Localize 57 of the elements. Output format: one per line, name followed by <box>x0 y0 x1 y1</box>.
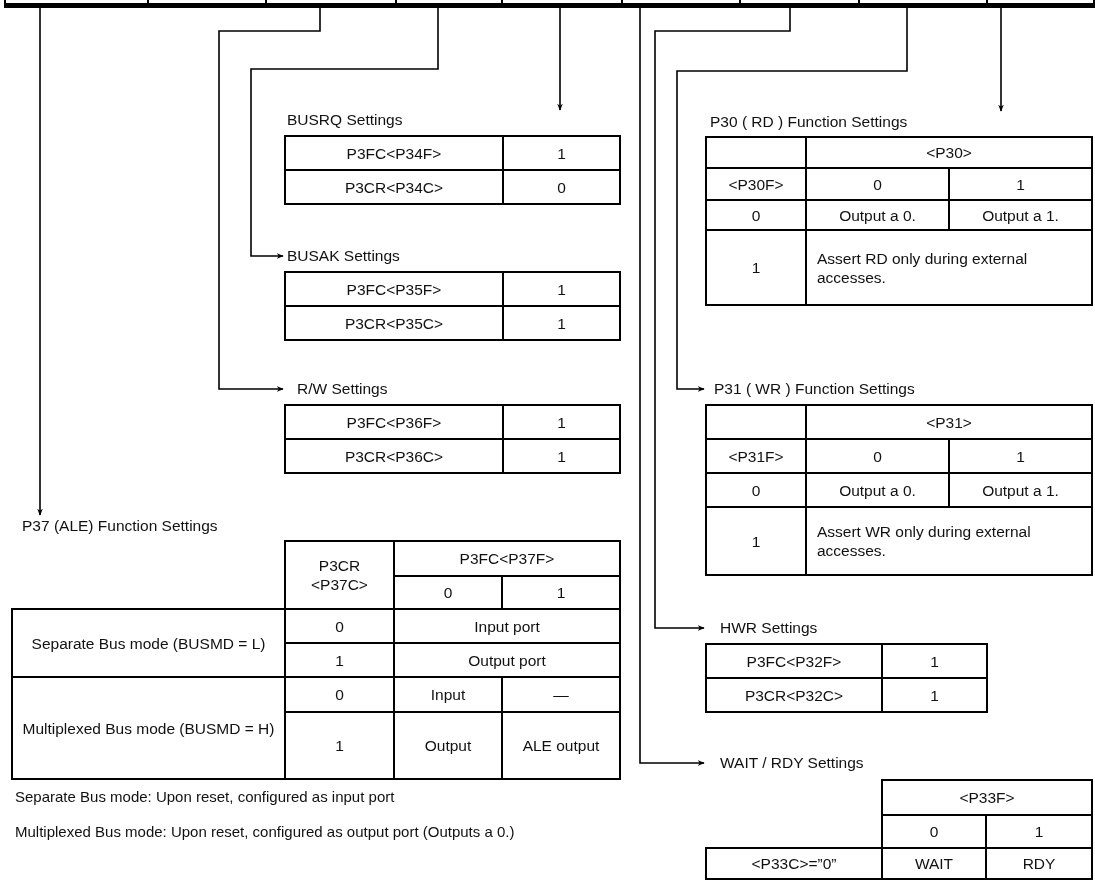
table-cell: ALE output <box>501 711 621 780</box>
register-bit-cell <box>986 0 1095 8</box>
table-cell: <P30> <box>805 136 1093 169</box>
register-bit-cell <box>147 0 267 8</box>
table-title: HWR Settings <box>720 619 818 637</box>
table-title: R/W Settings <box>297 380 388 398</box>
table-cell: 1 <box>502 438 621 474</box>
connector-arrow <box>557 7 563 111</box>
table-cell: P3FC<P34F> <box>284 135 504 171</box>
table-cell: P3CR <P37C> <box>284 540 395 610</box>
table-cell: P3FC<P37F> <box>393 540 621 577</box>
table-cell: P3FC<P36F> <box>284 404 504 440</box>
register-bit-cell <box>739 0 860 8</box>
table-cell: 1 <box>502 271 621 307</box>
table-cell: P3CR<P34C> <box>284 169 504 205</box>
table-cell: P3CR<P35C> <box>284 305 504 341</box>
table-cell: Multiplexed Bus mode (BUSMD = H) <box>11 676 286 780</box>
table-cell: P3FC<P32F> <box>705 643 883 679</box>
table-title: P30 ( RD ) Function Settings <box>710 113 908 131</box>
connector-arrow <box>998 7 1004 112</box>
table-cell: <P33C>=”0” <box>705 847 883 880</box>
table-cell: <P33F> <box>881 779 1093 816</box>
table-cell: P3CR<P36C> <box>284 438 504 474</box>
note-text: Separate Bus mode: Upon reset, configured as input port <box>15 788 395 806</box>
register-bit-cell <box>395 0 503 8</box>
table-cell: 1 <box>502 305 621 341</box>
table-cell: Assert WR only during external accesses. <box>805 506 1093 576</box>
table-title: BUSRQ Settings <box>287 111 403 129</box>
table-title: BUSAK Settings <box>287 247 400 265</box>
connector-arrow <box>639 7 705 766</box>
table-cell: Separate Bus mode (BUSMD = L) <box>11 608 286 678</box>
table-cell: 1 <box>881 677 988 713</box>
table-cell: P3FC<P35F> <box>284 271 504 307</box>
table-cell: <P31> <box>805 404 1093 440</box>
table-cell: 1 <box>881 643 988 679</box>
connector-arrow <box>654 7 791 631</box>
table-cell: 1 <box>502 404 621 440</box>
connector-arrow <box>218 7 321 392</box>
note-text: Multiplexed Bus mode: Upon reset, configured as output port (Outputs a 0.) <box>15 823 515 841</box>
table-cell: Assert RD only during external accesses. <box>805 229 1093 306</box>
register-bit-cell <box>265 0 397 8</box>
table-cell: P3CR<P32C> <box>705 677 883 713</box>
table-cell: RDY <box>985 847 1093 880</box>
table-cell: 1 <box>705 229 807 306</box>
register-bit-cell <box>501 0 623 8</box>
table-cell: 1 <box>502 135 621 171</box>
table-title: P37 (ALE) Function Settings <box>22 517 218 535</box>
table-title: P31 ( WR ) Function Settings <box>714 380 915 398</box>
register-bit-cell <box>621 0 741 8</box>
register-bit-cell <box>4 0 149 8</box>
table-cell: 0 <box>502 169 621 205</box>
connector-arrow <box>250 7 439 259</box>
table-cell: 1 <box>705 506 807 576</box>
table-title: WAIT / RDY Settings <box>720 754 864 772</box>
register-bit-cell <box>858 0 988 8</box>
connector-arrow <box>37 7 43 516</box>
connector-arrow <box>676 7 908 392</box>
